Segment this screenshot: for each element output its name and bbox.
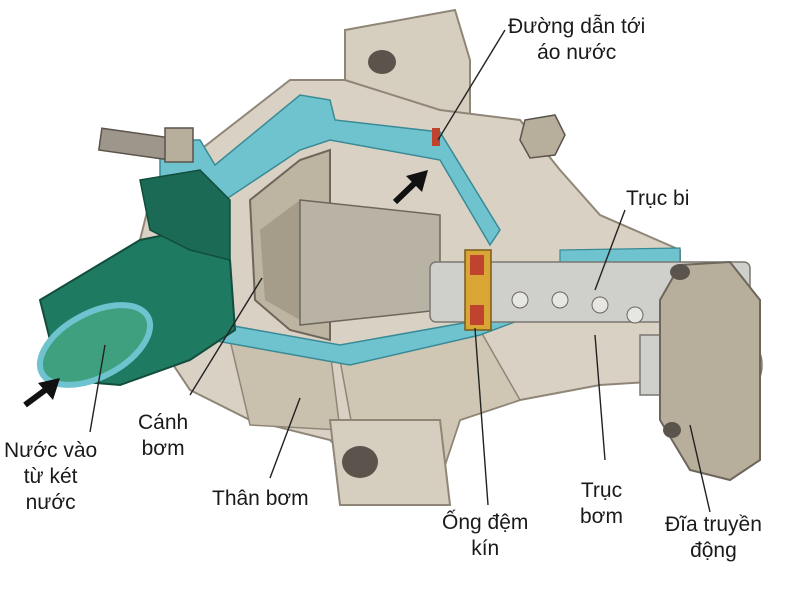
label-bearing: Trục bi bbox=[626, 187, 690, 210]
seal-assembly bbox=[464, 249, 492, 331]
bolt-top-right bbox=[519, 114, 566, 159]
label-water-inlet: Nước vào từ két nước bbox=[4, 439, 98, 514]
leader-impeller bbox=[189, 277, 263, 396]
leader-bearing bbox=[594, 209, 626, 291]
label-shaft: Trục bơm bbox=[580, 479, 623, 528]
leader-seal bbox=[474, 327, 489, 506]
flow-arrow-jacket bbox=[392, 170, 428, 205]
leader-water-channel bbox=[437, 29, 506, 141]
label-water-channel: Đường dẫn tới áo nước bbox=[508, 15, 646, 64]
leader-pulley bbox=[689, 424, 711, 513]
leader-shaft bbox=[594, 334, 606, 461]
mounting-boss-bottom bbox=[328, 419, 452, 506]
label-seal: Ống đệm kín bbox=[442, 511, 529, 560]
label-impeller: Cánh bơm bbox=[138, 411, 189, 460]
leader-inlet bbox=[89, 344, 106, 433]
ball-bearing bbox=[511, 291, 644, 324]
leader-lines bbox=[89, 29, 711, 513]
drive-flange bbox=[659, 260, 761, 482]
channel-marker bbox=[432, 128, 440, 146]
leader-pump-body bbox=[269, 397, 301, 479]
label-pulley: Đĩa truyền động bbox=[665, 513, 762, 562]
inlet-pipe bbox=[36, 169, 237, 388]
flow-arrow-inlet bbox=[23, 378, 60, 408]
label-pump-body: Thân bơm bbox=[212, 487, 309, 510]
bolt-left bbox=[97, 127, 194, 163]
